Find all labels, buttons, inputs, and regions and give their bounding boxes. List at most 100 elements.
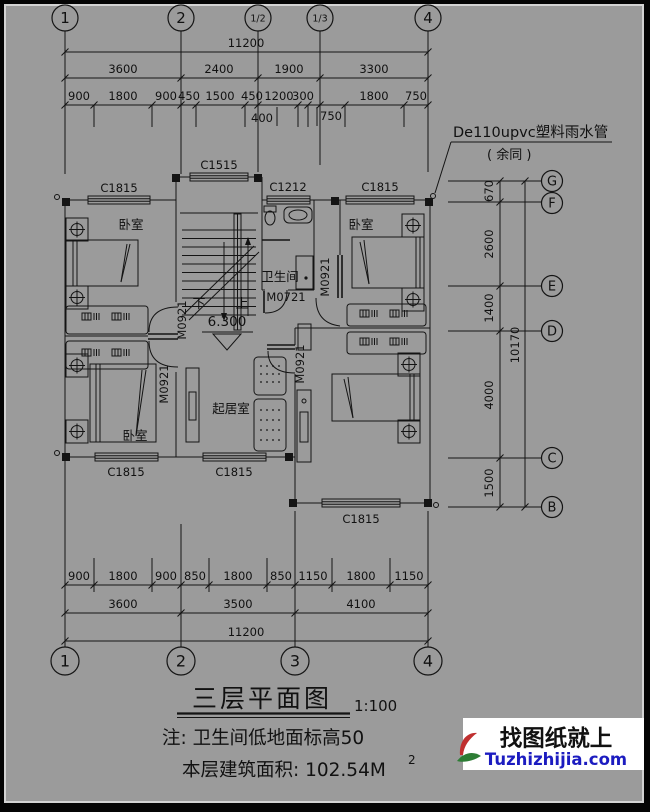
door-label-m0921-tl: M0921 xyxy=(175,300,189,339)
window-c1815-bl xyxy=(94,452,159,462)
level-triangle-icon xyxy=(211,333,243,351)
window-c1212 xyxy=(266,195,311,205)
window-c1815-bc xyxy=(202,452,267,462)
room-label-bath: 卫生间 xyxy=(261,269,299,284)
dim-top-seg-2: 2400 xyxy=(204,62,233,76)
dim-bot-det-8: 1800 xyxy=(346,569,375,583)
grid-bubble-4-top: 4 xyxy=(423,9,433,27)
grid-bubble-E: E xyxy=(548,280,556,295)
door-bedroom-bl xyxy=(148,340,179,368)
dim-right-det-1: 670 xyxy=(482,180,496,202)
grid-bubble-1-top: 1 xyxy=(60,9,70,27)
grid-bubble-G: G xyxy=(547,175,557,190)
shower-tray xyxy=(295,255,314,290)
dim-bot-seg-3: 4100 xyxy=(346,597,375,611)
dim-bot-det-7: 1150 xyxy=(298,569,327,583)
window-label-c1815-tr: C1815 xyxy=(361,180,398,194)
wardrobes xyxy=(65,303,427,370)
dim-top-det-9: 1800 xyxy=(359,89,388,103)
dim-right-det-3: 1400 xyxy=(482,293,496,322)
dim-top-det-5: 1500 xyxy=(205,89,234,103)
window-label-c1815-bl: C1815 xyxy=(107,465,144,479)
watermark: 找图纸就上 Tuzhizhijia.com xyxy=(457,718,644,770)
door-label-m0921-bl: M0921 xyxy=(157,364,171,403)
stair-down-label: 下 xyxy=(192,297,205,312)
bed-tl xyxy=(65,239,139,287)
bed-br xyxy=(331,373,421,422)
window-label-c1815-bc: C1815 xyxy=(215,465,252,479)
door-bedroom-br xyxy=(267,344,296,374)
right-dimension-axis: G F E D C B 670 2600 1400 4000 1500 1017… xyxy=(448,169,564,519)
watermark-logo-icon xyxy=(459,732,477,755)
level-marker: 6.300 xyxy=(202,314,253,351)
room-label-bedroom-bl: 卧室 xyxy=(122,428,147,443)
dim-bot-det-9: 1150 xyxy=(394,569,423,583)
stair-down-arrow xyxy=(221,313,227,321)
dim-bot-det-4: 850 xyxy=(184,569,206,583)
bed-tr xyxy=(351,236,425,289)
doors xyxy=(148,255,343,374)
grid-bubble-2-top: 2 xyxy=(176,9,186,27)
window-label-c1515: C1515 xyxy=(200,158,237,172)
dim-bot-det-1: 900 xyxy=(68,569,90,583)
door-bedroom-tl xyxy=(148,306,179,340)
living-room-cabinet xyxy=(185,367,200,443)
dim-bot-det-5: 1800 xyxy=(223,569,252,583)
room-label-bedroom-tl: 卧室 xyxy=(118,217,143,232)
window-label-c1815-tl: C1815 xyxy=(100,181,137,195)
door-label-m0921-tr: M0921 xyxy=(318,257,332,296)
dim-bot-det-6: 850 xyxy=(270,569,292,583)
grid-bubble-half2-top: 1/2 xyxy=(250,14,265,25)
building-plan: 下 上 6.300 xyxy=(54,158,439,526)
dim-top-sub-1: 400 xyxy=(251,111,273,125)
grid-bubble-3-bottom: 3 xyxy=(290,652,300,671)
grid-bubble-4-bottom: 4 xyxy=(423,652,433,671)
dim-top-det-8: 300 xyxy=(292,89,314,103)
rain-pipe-annotation: De110upvc塑料雨水管 ( 余同 ) xyxy=(430,124,612,199)
dim-top-sub-2: 750 xyxy=(320,109,342,123)
dim-top-total: 11200 xyxy=(228,36,265,50)
dim-top-det-3: 900 xyxy=(155,89,177,103)
br-cabinet xyxy=(296,323,312,463)
window-c1815-tr xyxy=(345,195,415,205)
stair-up-label: 上 xyxy=(235,297,248,312)
grid-bubble-F: F xyxy=(548,197,555,212)
grid-bubble-D: D xyxy=(547,325,557,340)
grid-bubble-C: C xyxy=(547,452,556,467)
grid-bubble-1-bottom: 1 xyxy=(60,652,70,671)
watermark-text-url: Tuzhizhijia.com xyxy=(485,750,627,769)
dim-right-total: 10170 xyxy=(508,327,522,364)
door-bedroom-tr xyxy=(315,255,343,327)
window-c1815-tl xyxy=(87,195,151,205)
window-label-c1815-br: C1815 xyxy=(342,512,379,526)
dim-bot-seg-1: 3600 xyxy=(108,597,137,611)
interior-walls xyxy=(65,200,430,457)
dim-top-det-4: 450 xyxy=(178,89,200,103)
drawing-paper xyxy=(6,6,642,801)
dim-top-det-1: 900 xyxy=(68,89,90,103)
window-c1815-br xyxy=(321,498,401,508)
dim-right-det-5: 1500 xyxy=(482,468,496,497)
drawing-note-1: 注: 卫生间低地面标高50 xyxy=(162,728,364,749)
columns xyxy=(62,174,433,507)
furniture xyxy=(65,205,427,463)
bed-bl xyxy=(89,363,157,443)
dim-top-seg-3: 1900 xyxy=(274,62,303,76)
dim-top-seg-1: 3600 xyxy=(108,62,137,76)
dim-top-det-10: 750 xyxy=(405,89,427,103)
grid-bubble-half3-top: 1/3 xyxy=(312,14,327,25)
rain-pipe-note: ( 余同 ) xyxy=(487,147,531,163)
dim-right-det-2: 2600 xyxy=(482,229,496,258)
rain-pipe-markers xyxy=(54,194,439,508)
dim-bot-det-2: 1800 xyxy=(108,569,137,583)
plan-labels: 卧室 卧室 卧室 起居室 卫生间 C1515 C1815 C1212 C1815… xyxy=(100,158,398,526)
dim-top-seg-4: 3300 xyxy=(359,62,388,76)
dim-bot-det-3: 900 xyxy=(155,569,177,583)
grid-bubble-2-bottom: 2 xyxy=(176,652,186,671)
window-label-c1212: C1212 xyxy=(269,180,306,194)
windows xyxy=(87,172,415,508)
staircase: 下 上 xyxy=(180,212,260,331)
dim-right-det-4: 4000 xyxy=(482,380,496,409)
grid-bubble-B: B xyxy=(548,501,557,516)
top-dimension-axis: 1 2 1/2 1/3 4 11200 3600 2400 1900 3300 xyxy=(51,4,442,174)
